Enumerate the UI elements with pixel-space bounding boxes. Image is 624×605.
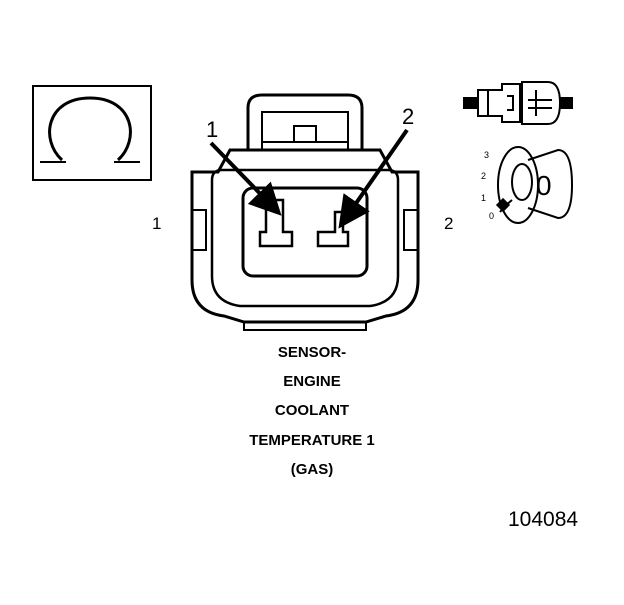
caption-line-2: ENGINE — [283, 373, 341, 390]
pin-side-label-2: 2 — [444, 214, 454, 233]
key-position-2: 2 — [481, 171, 487, 181]
pin-arrow-label-1: 1 — [206, 117, 219, 142]
terminal-2 — [316, 210, 350, 248]
omega-icon — [32, 85, 152, 181]
key-position-0: 0 — [489, 211, 495, 221]
terminal-1 — [258, 198, 294, 248]
figure-id: 104084 — [508, 508, 579, 531]
key-face-label: 0 — [536, 170, 552, 201]
pin-1-arrow — [209, 141, 282, 216]
key-position-icon — [495, 146, 574, 224]
caption-line-3: COOLANT — [274, 402, 350, 419]
caption-line-5: (GAS) — [290, 461, 334, 478]
connector-side-icon — [463, 81, 573, 125]
caption-line-1: SENSOR- — [277, 344, 347, 361]
connector-housing — [190, 93, 420, 331]
pin-arrow-label-2: 2 — [402, 104, 415, 129]
key-position-1: 1 — [481, 193, 487, 203]
pin-2-arrow — [338, 128, 409, 229]
caption-line-4: TEMPERATURE 1 — [249, 432, 375, 449]
pin-side-label-1: 1 — [152, 214, 162, 233]
key-position-3: 3 — [484, 150, 490, 160]
